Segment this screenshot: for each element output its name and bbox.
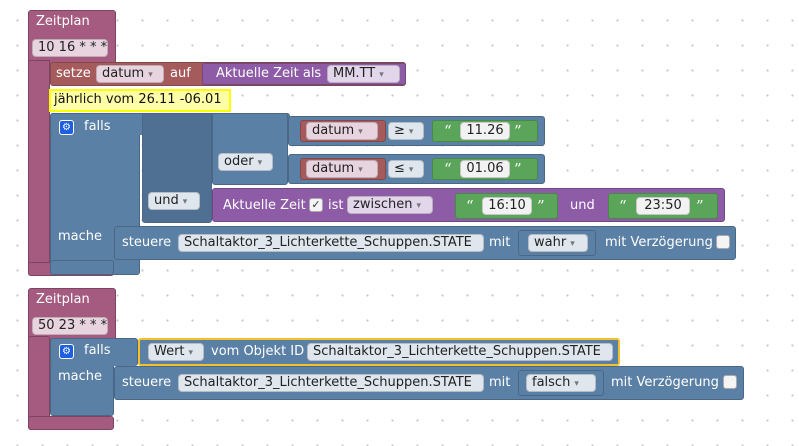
compare-1-operator: ≥ — [394, 123, 405, 138]
dropdown-arrow-icon: ▾ — [416, 201, 421, 211]
compare-1-variable-dropdown[interactable]: datum▾ — [306, 122, 378, 140]
vom-objekt-label: vom Objekt ID — [211, 344, 305, 359]
time-format-value: MM.TT — [333, 66, 376, 81]
falls-label: falls — [84, 343, 111, 358]
cron-field[interactable]: 10 16 * * * — [32, 39, 108, 57]
value-dropdown-1[interactable]: wahr▾ — [528, 234, 588, 252]
object-id-field-2[interactable]: Schaltaktor_3_Lichterkette_Schuppen.STAT… — [178, 374, 484, 392]
compare-2-variable: datum — [312, 161, 355, 176]
dropdown-arrow-icon: ▾ — [358, 165, 363, 175]
value-2: falsch — [532, 375, 571, 390]
time-to-field[interactable]: 23:50 — [636, 197, 690, 215]
object-id-1: Schaltaktor_3_Lichterkette_Schuppen.STAT… — [184, 235, 472, 250]
object-id-field-1[interactable]: Schaltaktor_3_Lichterkette_Schuppen.STAT… — [178, 234, 484, 252]
dropdown-arrow-icon: ▾ — [182, 197, 188, 207]
mache-label: mache — [58, 369, 103, 384]
dropdown-arrow-icon: ▾ — [188, 348, 194, 358]
cron-value: 10 16 * * * — [38, 40, 108, 55]
delay-checkbox-1[interactable] — [716, 235, 730, 249]
delay-label: mit Verzögerung — [605, 235, 713, 250]
time-range-label: Aktuelle Zeit — [223, 198, 306, 213]
value-type-dropdown[interactable]: Wert▾ — [148, 343, 204, 361]
ist-label: ist — [328, 198, 344, 213]
open-quote-icon: “ — [466, 197, 474, 215]
schedule-title: Zeitplan — [36, 292, 90, 307]
delay-checkbox-2[interactable] — [723, 375, 737, 389]
open-quote-icon: “ — [444, 160, 452, 178]
text-value-field-1[interactable]: 11.26 — [460, 122, 510, 140]
variable-name: datum — [102, 66, 145, 81]
mache-label: mache — [58, 229, 103, 244]
schedule-title: Zeitplan — [36, 14, 90, 29]
if-block-1-foot — [50, 260, 114, 275]
und-label: und — [570, 198, 595, 213]
compare-2-variable-dropdown[interactable]: datum▾ — [306, 160, 378, 178]
schedule-block-1-spine — [28, 60, 50, 276]
object-id-2: Schaltaktor_3_Lichterkette_Schuppen.STAT… — [184, 375, 472, 390]
compare-1-operator-dropdown[interactable]: ≥▾ — [388, 122, 424, 140]
close-quote-icon: ” — [696, 197, 704, 215]
logic-und-dropdown[interactable]: und▾ — [148, 192, 200, 210]
logic-oder-dropdown[interactable]: oder▾ — [218, 153, 273, 171]
close-quote-icon: ” — [514, 122, 522, 140]
text-value-1: 11.26 — [466, 123, 504, 138]
delay-label: mit Verzögerung — [611, 375, 719, 390]
comment-text: jährlich vom 26.11 -06.01 — [54, 92, 222, 107]
compare-2-operator: ≤ — [394, 161, 405, 176]
schedule-block-2-foot — [28, 416, 114, 430]
mit-label: mit — [489, 235, 511, 250]
time-mode-dropdown[interactable]: zwischen▾ — [347, 196, 433, 214]
time-from-field[interactable]: 16:10 — [482, 197, 532, 215]
cron-value-2: 50 23 * * * — [38, 318, 108, 333]
close-quote-icon: ” — [537, 197, 545, 215]
logic-oder-block[interactable] — [212, 113, 288, 185]
cron-field-2[interactable]: 50 23 * * * — [32, 317, 108, 335]
falls-label: falls — [84, 119, 111, 134]
value-type: Wert — [154, 344, 185, 359]
time-mode-value: zwischen — [353, 197, 413, 212]
current-time-label: Aktuelle Zeit als — [216, 66, 322, 81]
variable-dropdown[interactable]: datum▾ — [96, 65, 164, 83]
compare-1-variable: datum — [312, 123, 355, 138]
if-block-2-top — [50, 338, 138, 366]
dropdown-arrow-icon: ▾ — [148, 70, 153, 80]
open-quote-icon: “ — [444, 122, 452, 140]
dropdown-arrow-icon: ▾ — [257, 158, 263, 168]
setze-label: setze — [56, 66, 91, 81]
gear-icon[interactable]: ⚙ — [59, 344, 74, 359]
gear-icon[interactable]: ⚙ — [59, 120, 74, 135]
dropdown-arrow-icon: ▾ — [408, 165, 414, 175]
dropdown-arrow-icon: ▾ — [358, 127, 363, 137]
logic-und-value: und — [154, 193, 179, 208]
condition-object-id: Schaltaktor_3_Lichterkette_Schuppen.STAT… — [313, 344, 601, 359]
condition-object-field[interactable]: Schaltaktor_3_Lichterkette_Schuppen.STAT… — [307, 343, 613, 361]
dropdown-arrow-icon: ▾ — [408, 127, 414, 137]
text-value-2: 01.06 — [466, 161, 504, 176]
open-quote-icon: “ — [619, 197, 627, 215]
time-format-dropdown[interactable]: MM.TT▾ — [327, 65, 400, 83]
auf-label: auf — [170, 66, 191, 81]
text-value-field-2[interactable]: 01.06 — [460, 160, 510, 178]
value-1: wahr — [534, 235, 567, 250]
logic-oder-value: oder — [224, 154, 254, 169]
dropdown-arrow-icon: ▾ — [379, 70, 384, 80]
dropdown-arrow-icon: ▾ — [574, 379, 579, 389]
comment-bubble[interactable]: jährlich vom 26.11 -06.01 — [49, 89, 231, 112]
steuere-label: steuere — [122, 235, 172, 250]
time-to-value: 23:50 — [644, 198, 682, 213]
value-dropdown-2[interactable]: falsch▾ — [526, 374, 596, 392]
time-range-checkbox[interactable]: ✓ — [309, 198, 323, 212]
time-from-value: 16:10 — [488, 198, 526, 213]
mit-label: mit — [489, 375, 511, 390]
compare-2-operator-dropdown[interactable]: ≤▾ — [388, 160, 424, 178]
dropdown-arrow-icon: ▾ — [570, 239, 575, 249]
steuere-label: steuere — [122, 375, 172, 390]
close-quote-icon: ” — [514, 160, 522, 178]
